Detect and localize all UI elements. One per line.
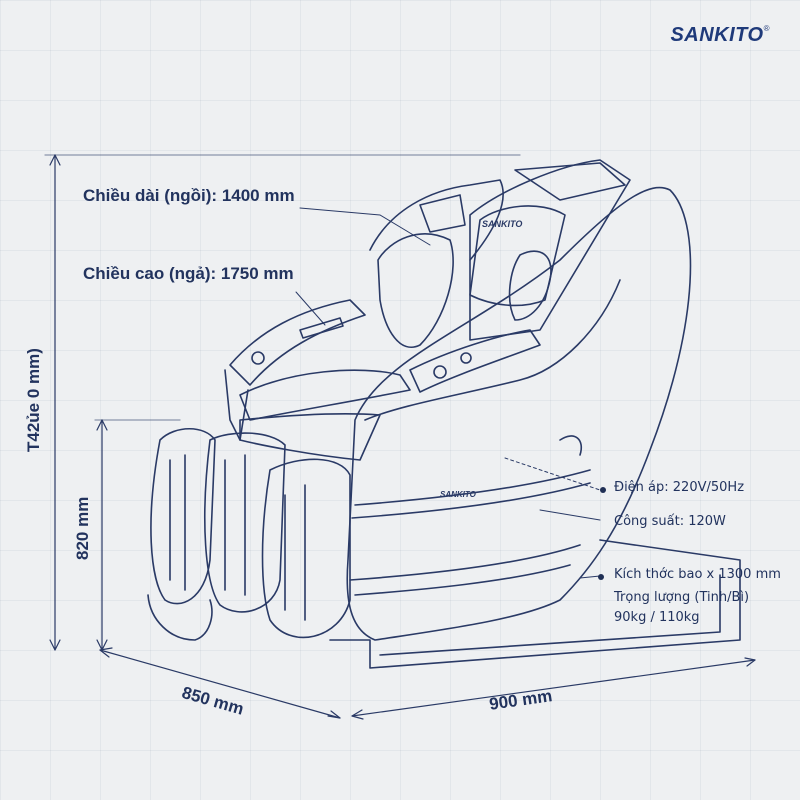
left-leg-rest xyxy=(150,428,216,605)
headrest-pad xyxy=(469,205,566,307)
weight-value: 90kg / 110kg xyxy=(614,610,700,625)
seat-height-label: 820 mm xyxy=(73,496,92,560)
length-sitting-label: Chiều dài (ngồi): 1400 mm xyxy=(83,186,295,205)
weight-label: Trọng lượng (Tinh/Bì) xyxy=(614,590,750,605)
chair-shell xyxy=(346,186,692,641)
width-dimension xyxy=(99,647,341,719)
package-size-label: Kích thớc bao x 1300 mm xyxy=(614,567,781,582)
depth-dimension xyxy=(351,657,756,720)
voltage-bullet xyxy=(600,487,606,493)
package-bullet xyxy=(598,574,604,580)
height-reclined-label: Chiều cao (ngả): 1750 mm xyxy=(83,264,294,283)
total-height-dimension xyxy=(44,154,521,651)
center-leg-rest xyxy=(203,432,286,613)
brand-logo: SANKITO® xyxy=(670,24,770,46)
backrest xyxy=(469,159,631,341)
shell-logo: SANKITO xyxy=(440,490,477,499)
right-leg-rest xyxy=(261,458,351,639)
seat-logo: SANKITO xyxy=(482,219,522,229)
speaker-grille xyxy=(419,194,466,233)
total-height-label: T42ủe 0 mm) xyxy=(24,348,43,452)
voltage-label: Điện áp: 220V/50Hz xyxy=(614,480,745,495)
left-armrest xyxy=(229,299,366,386)
chair-base xyxy=(329,539,741,669)
shoulder-airbag xyxy=(377,233,454,348)
power-label: Công suất: 120W xyxy=(614,514,726,529)
seat-cushion xyxy=(239,369,411,421)
seat-height-dimension xyxy=(94,419,181,651)
right-armrest xyxy=(409,329,541,393)
